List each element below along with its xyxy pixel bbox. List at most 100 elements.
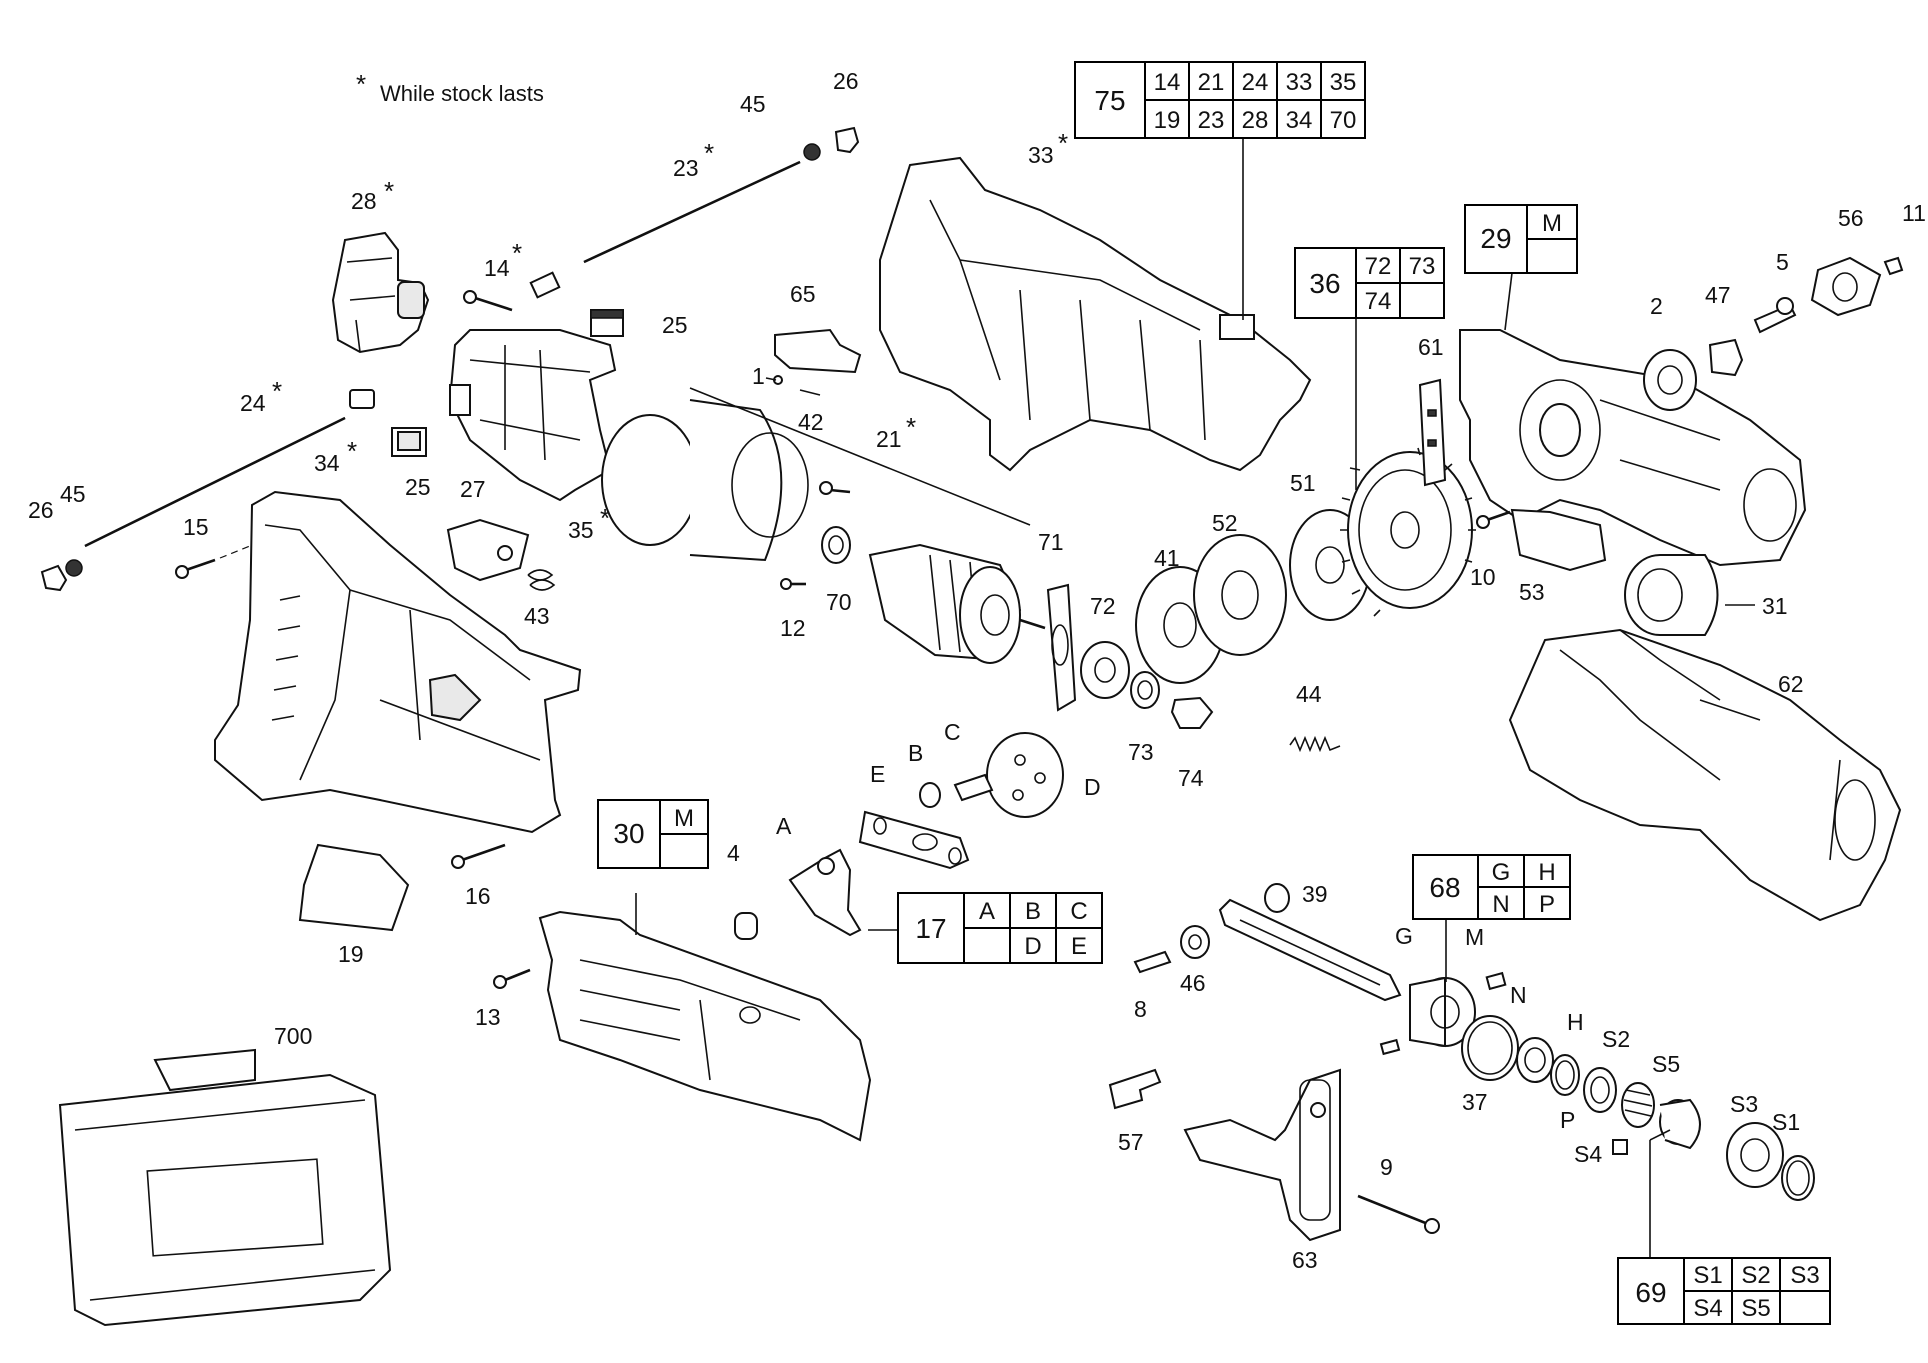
motor-housing-35 (448, 329, 617, 502)
bolt-9 (1357, 1194, 1440, 1234)
brush-holder-65 (773, 328, 862, 396)
label-11: 11 (1902, 200, 1926, 226)
spring-43 (527, 569, 556, 591)
kit-table-69: 69 S1 S2 S3 S4 S5 (1617, 1257, 1831, 1325)
star-28: * (384, 176, 394, 206)
label-46: 46 (1180, 970, 1206, 996)
armature-21 (868, 543, 1046, 664)
washer-N (1516, 1037, 1554, 1083)
kit-69-id: 69 (1635, 1277, 1666, 1308)
label-43: 43 (524, 603, 550, 629)
label-70: 70 (826, 589, 852, 615)
label-63: 63 (1292, 1247, 1318, 1273)
gear-case-30 (538, 910, 872, 1142)
label-61: 61 (1418, 334, 1444, 360)
sleeve-31 (1624, 554, 1719, 636)
label-2: 2 (1650, 293, 1663, 319)
cam-A (788, 848, 862, 937)
label-42: 42 (798, 409, 824, 435)
screw-13 (493, 968, 531, 989)
label-25-top: 25 (662, 312, 688, 338)
label-28: 28 (351, 188, 377, 214)
ring-P (1550, 1054, 1580, 1096)
star-14: * (512, 238, 522, 268)
label-9: 9 (1380, 1154, 1393, 1180)
label-M: M (1465, 924, 1484, 950)
washer-73 (1130, 671, 1160, 709)
note-text: While stock lasts (380, 81, 544, 106)
kit-75-cell: 34 (1286, 107, 1313, 134)
kit-75-cell: 35 (1330, 69, 1357, 96)
kit-75-cell: 70 (1330, 107, 1357, 134)
kit-17-id: 17 (915, 913, 946, 944)
label-65: 65 (790, 281, 816, 307)
kit-36-cell: 72 (1365, 253, 1392, 280)
label-26-bottom: 26 (28, 497, 54, 523)
label-G: G (1395, 923, 1413, 949)
pin-small (1379, 1038, 1401, 1056)
label-14: 14 (484, 255, 510, 281)
kit-table-30: 30 M (597, 799, 709, 869)
label-4: 4 (727, 840, 740, 866)
label-47: 47 (1705, 282, 1731, 308)
bushing-47 (1708, 338, 1744, 377)
label-P: P (1560, 1107, 1575, 1133)
star-21: * (906, 412, 916, 442)
kit-table-36: 36 72 73 74 (1294, 247, 1445, 319)
label-33: 33 (1028, 142, 1054, 168)
label-23: 23 (673, 155, 699, 181)
wire-24 (84, 389, 375, 548)
bearing-70 (821, 526, 851, 564)
label-74: 74 (1178, 765, 1204, 791)
label-S1: S1 (1772, 1109, 1800, 1135)
label-45-top: 45 (740, 91, 766, 117)
label-10: 10 (1470, 564, 1496, 590)
kit-75-cell: 21 (1198, 69, 1225, 96)
label-62: 62 (1778, 671, 1804, 697)
label-700: 700 (274, 1023, 312, 1049)
label-52: 52 (1212, 510, 1238, 536)
label-S5: S5 (1652, 1051, 1680, 1077)
guard-62 (1508, 628, 1902, 922)
magnet-sleeve (601, 399, 809, 562)
bearing-72 (1080, 641, 1130, 699)
pin-8 (1133, 950, 1172, 974)
label-45-bottom: 45 (60, 481, 86, 507)
gear-36 (1340, 447, 1476, 617)
label-71: 71 (1038, 529, 1064, 555)
switch-block-27 (446, 518, 530, 582)
label-41: 41 (1154, 545, 1180, 571)
label-D: D (1084, 774, 1101, 800)
baffle-71 (1046, 583, 1077, 712)
label-13: 13 (475, 1004, 501, 1030)
kit-17-cell: E (1071, 933, 1087, 960)
kit-table-75: 75 14 21 24 33 35 19 23 28 34 70 (1074, 61, 1366, 139)
screw-16 (451, 843, 506, 869)
housing-half-34 (214, 490, 582, 834)
label-S3: S3 (1730, 1091, 1758, 1117)
kit-75-cell: 19 (1154, 107, 1181, 134)
screw-10 (1476, 510, 1511, 529)
kit-69-cell: S4 (1693, 1295, 1722, 1322)
sleeve-S5 (1659, 1098, 1701, 1150)
label-E: E (870, 761, 885, 787)
label-N: N (1510, 982, 1527, 1008)
kit-75-cell: 23 (1198, 107, 1225, 134)
clamp-G (1409, 976, 1476, 1048)
screw-14 (463, 290, 513, 312)
kit-30-cell: M (674, 805, 694, 832)
label-39: 39 (1302, 881, 1328, 907)
kit-75-id: 75 (1094, 85, 1125, 116)
label-A: A (776, 813, 792, 839)
carry-case-700 (58, 1048, 392, 1327)
kit-17-cell: D (1024, 933, 1041, 960)
pin-S4 (1612, 1139, 1628, 1155)
kit-68-id: 68 (1429, 872, 1460, 903)
kit-69-cell: S3 (1790, 1262, 1819, 1289)
clip-57 (1108, 1068, 1162, 1110)
housing-half-33 (879, 156, 1312, 472)
pin-C (953, 773, 994, 802)
kit-table-17: 17 A B C D E (897, 892, 1103, 964)
label-19: 19 (338, 941, 364, 967)
kit-36-id: 36 (1309, 268, 1340, 299)
